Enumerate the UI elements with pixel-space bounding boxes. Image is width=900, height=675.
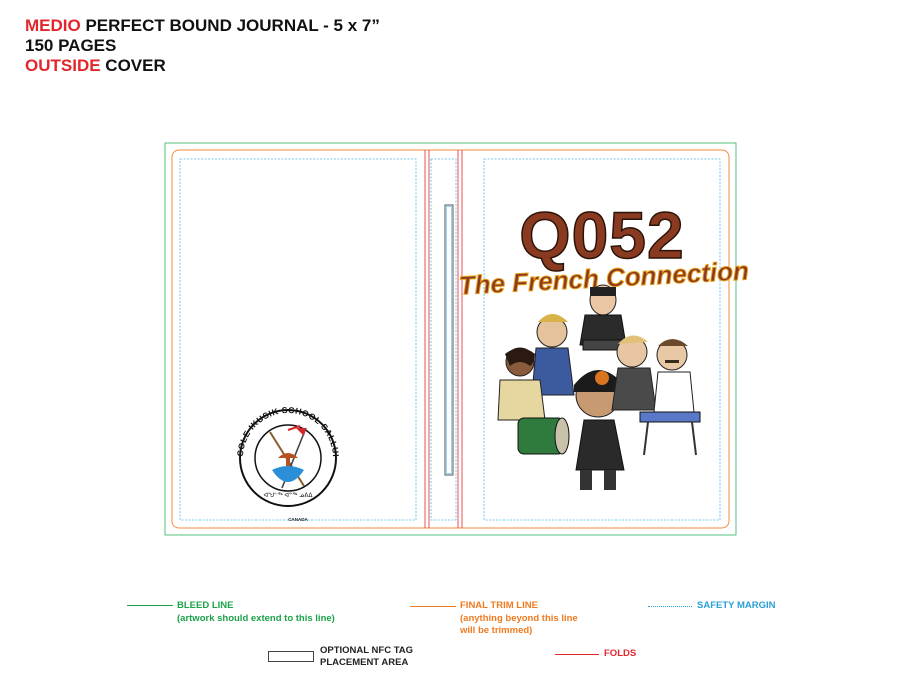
nfc-inner	[446, 206, 452, 474]
title-line-3: OUTSIDE COVER	[25, 56, 166, 75]
nfc-legend-swatch	[268, 651, 314, 662]
bleed-legend-note: (artwork should extend to this line)	[177, 613, 335, 624]
safety-legend-label: SAFETY MARGIN	[697, 600, 776, 611]
safety-margin-spine	[430, 158, 457, 521]
trim-line	[171, 149, 730, 529]
product-spec: PERFECT BOUND JOURNAL - 5 x 7”	[85, 16, 380, 35]
safety-margin-back	[179, 158, 417, 521]
page-count: 150 PAGES	[25, 36, 117, 55]
band-title-code: Q052	[519, 198, 684, 272]
nfc-legend-label-1: OPTIONAL NFC TAG	[320, 645, 414, 656]
trim-legend-note-1: (anything beyond this line	[460, 613, 578, 624]
safety-margin-front	[483, 158, 721, 521]
nfc-placement-area	[444, 204, 454, 476]
folds-legend-label: FOLDS	[604, 648, 637, 659]
band-illustration: Q052 The French Connection	[458, 197, 750, 490]
school-logo: ÉCOLE IKUSIK SCHOOL SALLUIT ᐊᖑᓪᖅ ᐊᓐᖅ ᓄᕕᐃ	[0, 0, 341, 507]
trim-legend-note-2: will be trimmed)	[460, 625, 533, 636]
bleed-legend-label: BLEED LINE	[177, 600, 234, 611]
bleed-line	[164, 142, 737, 536]
cover-label: COVER	[105, 56, 166, 75]
folds-legend-swatch	[555, 654, 599, 655]
logo-ring-text: ÉCOLE IKUSIK SCHOOL SALLUIT	[0, 0, 341, 457]
logo-syllabics: ᐊᖑᓪᖅ ᐊᓐᖅ ᓄᕕᐃ	[264, 492, 314, 499]
product-name: MEDIO	[25, 16, 81, 35]
logo-country: CANADA	[288, 517, 308, 522]
trim-legend-swatch	[410, 606, 456, 607]
safety-legend-swatch	[648, 606, 692, 607]
bleed-legend-swatch	[127, 605, 173, 606]
title-line-1: MEDIO PERFECT BOUND JOURNAL - 5 x 7”	[25, 16, 380, 35]
nfc-legend-label-2: PLACEMENT AREA	[320, 657, 409, 668]
side-label: OUTSIDE	[25, 56, 101, 75]
fold-lines	[424, 150, 463, 528]
trim-legend-label: FINAL TRIM LINE	[460, 600, 538, 611]
